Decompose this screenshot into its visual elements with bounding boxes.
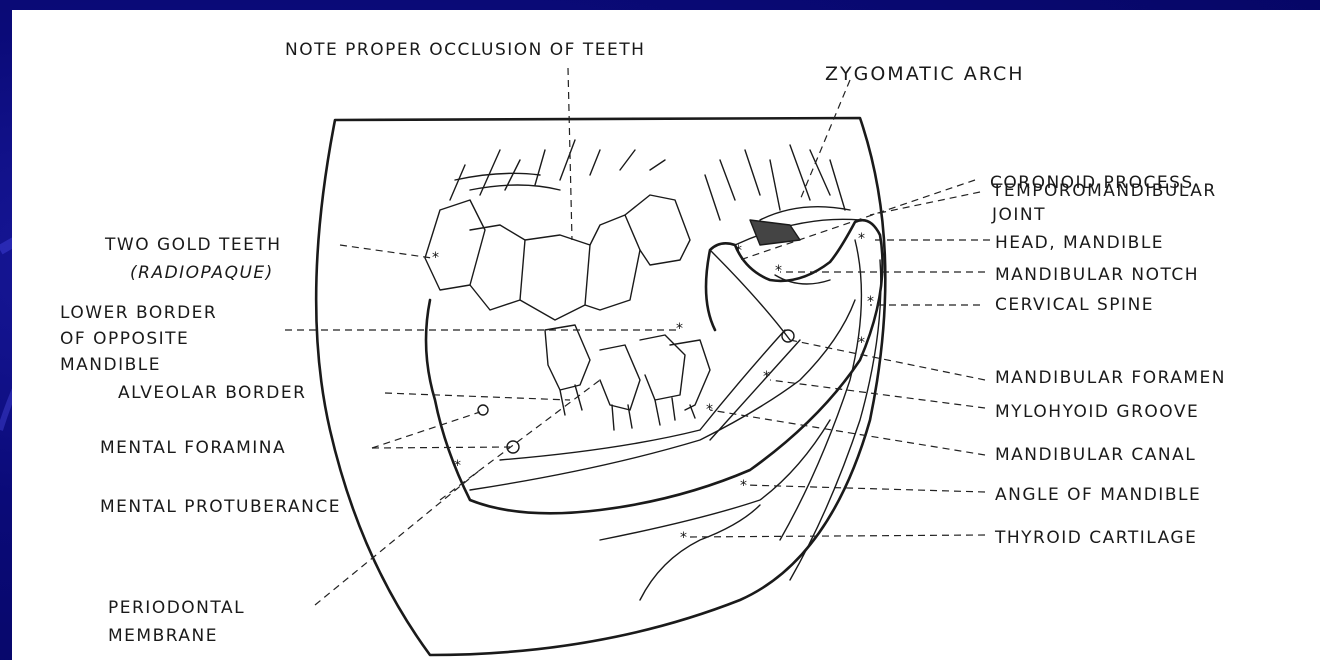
label-temporomandibular-text: TEMPOROMANDIBULAR: [991, 181, 1217, 201]
label-periodontal-1: PERIODONTAL: [108, 598, 245, 618]
label-head-mandible: HEAD, MANDIBLE: [995, 233, 1164, 253]
svg-text:*: *: [676, 321, 683, 337]
label-periodontal-2: MEMBRANE: [108, 626, 218, 646]
leader-lines: [285, 68, 990, 605]
label-cervical-spine: CERVICAL SPINE: [995, 295, 1154, 315]
label-radiopaque: (RADIOPAQUE): [130, 263, 274, 283]
cervical-spine-lines: [780, 240, 881, 580]
upper-teeth: [425, 140, 690, 320]
lower-teeth: [545, 325, 710, 430]
diagram-panel: * * * * * * * * * * * * NOTE PROPER OCCL…: [12, 10, 1320, 660]
inner-mandible: [470, 300, 855, 490]
label-two-gold-teeth: TWO GOLD TEETH: [104, 235, 282, 255]
svg-text:*: *: [775, 263, 782, 279]
svg-text:*: *: [858, 335, 865, 351]
svg-text:*: *: [735, 243, 742, 259]
film-outline: [316, 118, 885, 655]
label-lower-border-2: OF OPPOSITE: [60, 329, 189, 349]
svg-text:*: *: [858, 231, 865, 247]
label-mylohyoid-groove: MYLOHYOID GROOVE: [995, 402, 1199, 422]
zygomatic-scribbles: [705, 145, 845, 220]
label-mental-foramina: MENTAL FORAMINA: [100, 438, 286, 458]
label-zygomatic-arch: ZYGOMATIC ARCH: [825, 63, 1025, 85]
svg-text:*: *: [763, 369, 770, 385]
label-mandibular-canal: MANDIBULAR CANAL: [995, 445, 1196, 465]
svg-text:*: *: [867, 294, 874, 310]
label-thyroid-cartilage: THYROID CARTILAGE: [994, 528, 1197, 548]
label-mental-protuberance: MENTAL PROTUBERANCE: [100, 497, 341, 517]
label-lower-border-3: MANDIBLE: [60, 355, 161, 375]
mandibular-canal-lines: [700, 330, 800, 440]
label-alveolar-border: ALVEOLAR BORDER: [118, 383, 306, 403]
label-lower-border-1: LOWER BORDER: [60, 303, 217, 323]
svg-text:*: *: [740, 478, 747, 494]
reference-markers: * * * * * * * * * * * *: [432, 231, 874, 546]
svg-text:*: *: [432, 250, 439, 266]
label-joint: JOINT: [991, 205, 1046, 225]
mandible-xray-diagram: * * * * * * * * * * * * NOTE PROPER OCCL…: [12, 10, 1320, 660]
mental-foramen-1: [478, 405, 488, 415]
label-occlusion: NOTE PROPER OCCLUSION OF TEETH: [285, 40, 645, 60]
label-mandibular-notch: MANDIBULAR NOTCH: [995, 265, 1199, 285]
label-angle-of-mandible: ANGLE OF MANDIBLE: [995, 485, 1201, 505]
label-mandibular-foramen: MANDIBULAR FORAMEN: [995, 368, 1226, 388]
svg-text:*: *: [680, 530, 687, 546]
svg-text:*: *: [454, 458, 461, 474]
